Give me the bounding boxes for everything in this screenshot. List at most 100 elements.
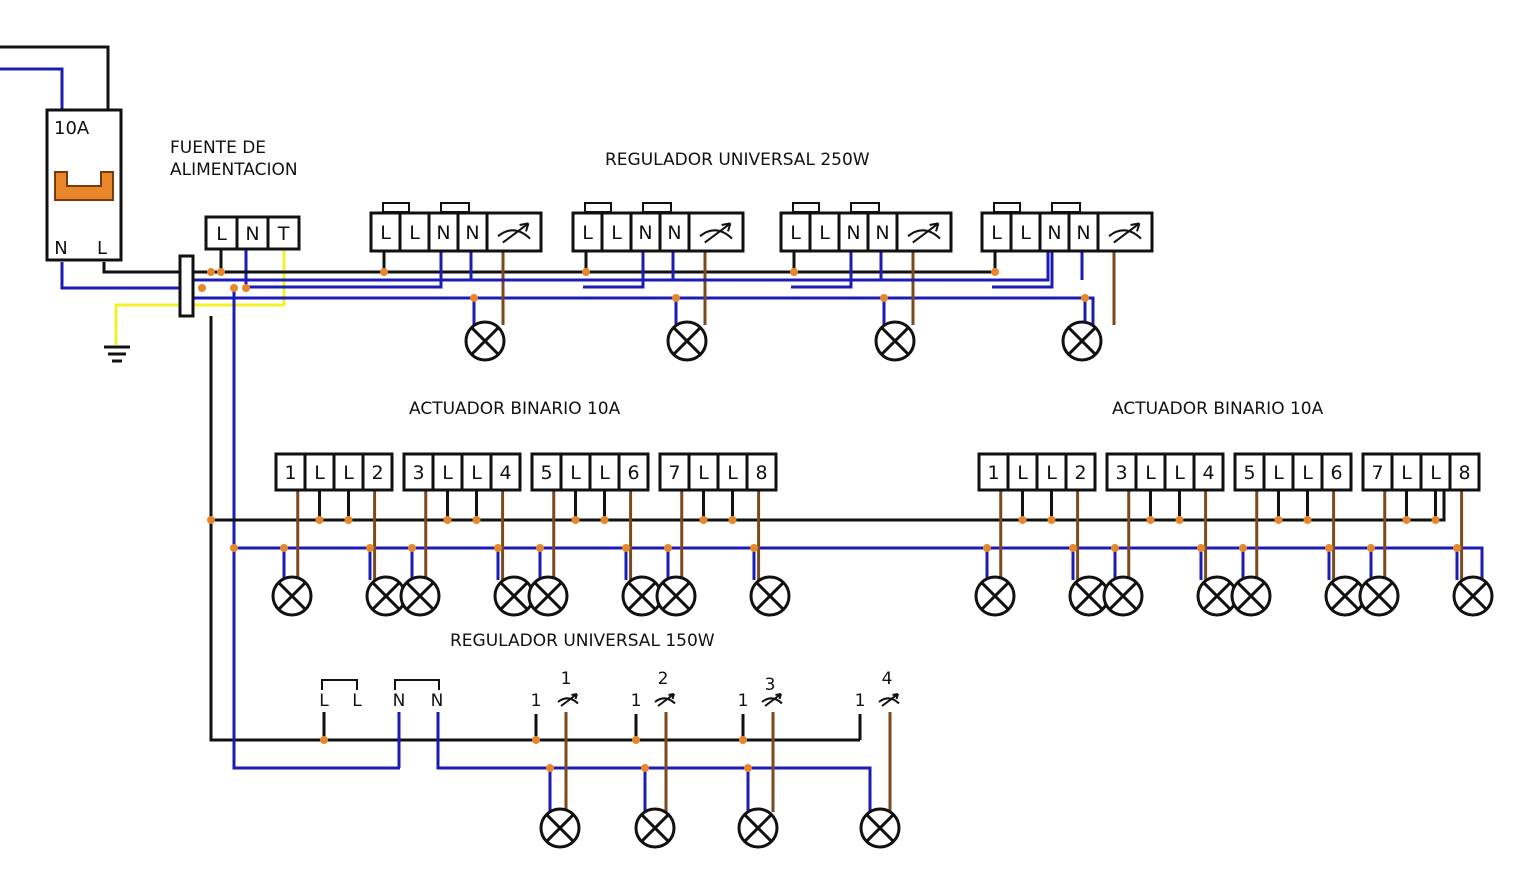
feed-line-wire [0,45,110,110]
reg250-output-cell [895,211,953,253]
junction-dot [1325,544,1333,552]
junction-dot [1402,516,1411,524]
lamp-icon [271,575,313,617]
junction-dot [744,764,752,772]
reg150-channel-input: 1 [855,691,866,711]
lamp-cross [640,813,670,843]
terminal-cell [629,211,662,253]
actuator-line-bus [211,490,1446,522]
lamp-icon [666,320,708,362]
junction-dot [1069,544,1077,552]
dimmer-arrowhead [571,693,578,700]
terminal-cell [588,452,621,492]
dimmer-curve [654,697,676,705]
terminal-cell [431,452,464,492]
dimmer-arrow [704,222,732,244]
dimmer-arrowhead [775,693,782,700]
lamp-icon [621,575,663,617]
lamp-icon [365,575,407,617]
lamp-cross [865,813,895,843]
junction-dot [320,736,328,744]
terminal-label: 3 [412,462,424,484]
terminal-cell [266,215,301,251]
junction-dot [600,516,609,524]
lamp-icon [1230,575,1272,617]
terminal-boxes-layer [45,108,1481,707]
lamp-cross [880,326,910,356]
terminal-cell [402,452,435,492]
bridge-marker [792,202,820,213]
terminal-label: L [790,222,801,244]
terminal-cell [1105,452,1138,492]
terminal-cell [1262,452,1295,492]
terminal-label: N [1076,222,1090,244]
terminal-label: N [436,222,450,244]
terminal-cell [745,452,778,492]
reg150-channel-input: 1 [531,691,542,711]
dimmer-arrowhead [1130,222,1141,232]
breaker-neutral-out [60,262,180,290]
reg150-channel-output: 1 [561,669,572,689]
bridge-marker [850,202,880,213]
terminal-label: L [611,222,622,244]
lamp-cross [1202,581,1232,611]
dimmer-arrow [657,693,675,707]
terminal-label: L [819,222,830,244]
lamp-cross [1074,581,1104,611]
lamp-cross [277,581,307,611]
lamp-icon [1358,575,1400,617]
dimmer-icon [878,693,900,707]
reg150-channel-output: 3 [765,675,776,695]
terminal-label: L [409,222,420,244]
lamp-icon [1068,575,1110,617]
actuator-neutral-bus [234,546,1484,580]
reg250-terminals [980,211,1100,253]
terminal-label: L [1174,462,1185,484]
lamp-cross [371,581,401,611]
terminal-label: L [698,462,709,484]
dimmer-arrowhead [668,693,675,700]
terminal-cell [559,452,592,492]
lamp-icon [1061,320,1103,362]
terminal-cell [1233,452,1266,492]
junction-dots-layer [198,268,1461,772]
dimmer-arrowhead [929,222,940,232]
junction-dot [728,516,737,524]
lamp-icon [493,575,535,617]
junction-dot [790,268,798,276]
terminal-label: 4 [499,462,511,484]
junction-dot [366,544,374,552]
terminal-label: L [442,462,453,484]
reg-neutral-sub2 [193,251,1050,282]
junction-dot [230,284,238,292]
dimmer-icon [907,222,941,244]
actuator-right-title: ACTUADOR BINARIO 10A [1112,399,1324,419]
dimmer-arrowhead [892,693,899,700]
junction-dot [1175,516,1184,524]
terminal-label: L [1273,462,1284,484]
lamp-icon [1102,575,1144,617]
terminal-cell [1134,452,1167,492]
actuator-right-group [1105,452,1225,492]
junction-dot [280,544,288,552]
terminal-label: L [570,462,581,484]
junction-dot [217,268,225,276]
terminal-label: L [991,222,1002,244]
terminal-label: 1 [987,462,999,484]
lamp-cross [499,581,529,611]
reg250-neutral-bus [193,296,1095,325]
terminal-cell [1192,452,1225,492]
junction-dot [582,268,590,276]
junction-dot [983,544,991,552]
junction-dot [536,544,544,552]
terminal-label: L [727,462,738,484]
reg250-line-bus [193,253,997,274]
dimmer-arrowhead [721,222,732,232]
reg250-n-wire [583,251,645,289]
terminal-label: 6 [1330,462,1342,484]
junction-dot [315,516,324,524]
reg150-neutral-bus [436,712,872,812]
lamp-cross [743,813,773,843]
lamp-cross [405,581,435,611]
